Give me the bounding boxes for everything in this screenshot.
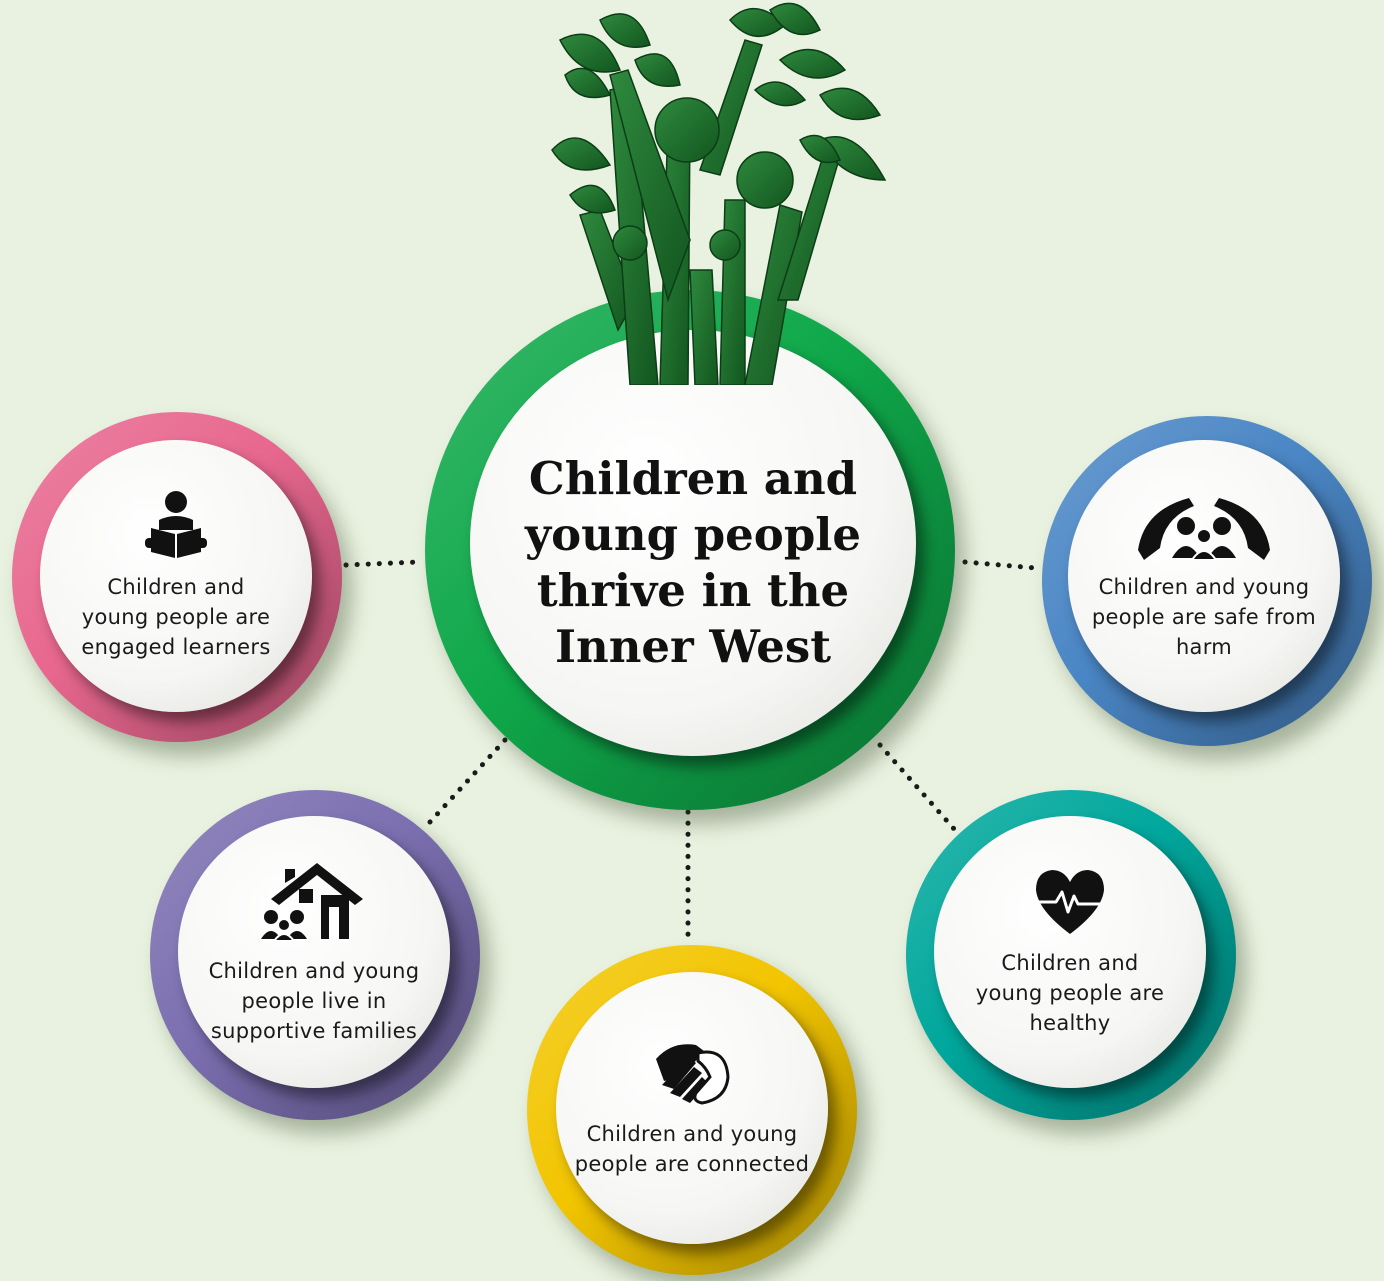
outcome-label-learners: Children and young people are engaged le… bbox=[81, 575, 271, 659]
family-tree-logo-icon bbox=[551, 2, 887, 385]
connector-learners bbox=[343, 559, 421, 568]
protective-hands-family-icon bbox=[1138, 498, 1270, 560]
center-circle: Children and young people thrive in the … bbox=[470, 330, 916, 756]
holding-hands-icon bbox=[656, 1044, 730, 1105]
outcome-circle-connected: Children and young people are connected bbox=[556, 972, 828, 1244]
outcome-label-healthy: Children and young people are healthy bbox=[975, 951, 1165, 1035]
outcome-circle-learners: Children and young people are engaged le… bbox=[40, 440, 312, 712]
outcome-label-safe: Children and young people are safe from … bbox=[1091, 575, 1317, 659]
heartbeat-icon bbox=[1034, 870, 1106, 934]
reading-child-icon bbox=[145, 491, 207, 558]
center-title: Children and young people thrive in the … bbox=[524, 452, 862, 673]
outcome-label-connected: Children and young people are connected bbox=[574, 1122, 810, 1176]
outcome-circle-safe: Children and young people are safe from … bbox=[1068, 440, 1340, 712]
connector-safe bbox=[962, 559, 1039, 571]
outcome-label-families: Children and young people live in suppor… bbox=[208, 958, 420, 1043]
connector-healthy bbox=[877, 742, 958, 833]
outcome-circle-healthy: Children and young people are healthy bbox=[934, 816, 1206, 1088]
connector-families bbox=[427, 737, 508, 825]
outcome-circle-families: Children and young people live in suppor… bbox=[178, 816, 450, 1088]
house-family-icon bbox=[261, 862, 363, 942]
